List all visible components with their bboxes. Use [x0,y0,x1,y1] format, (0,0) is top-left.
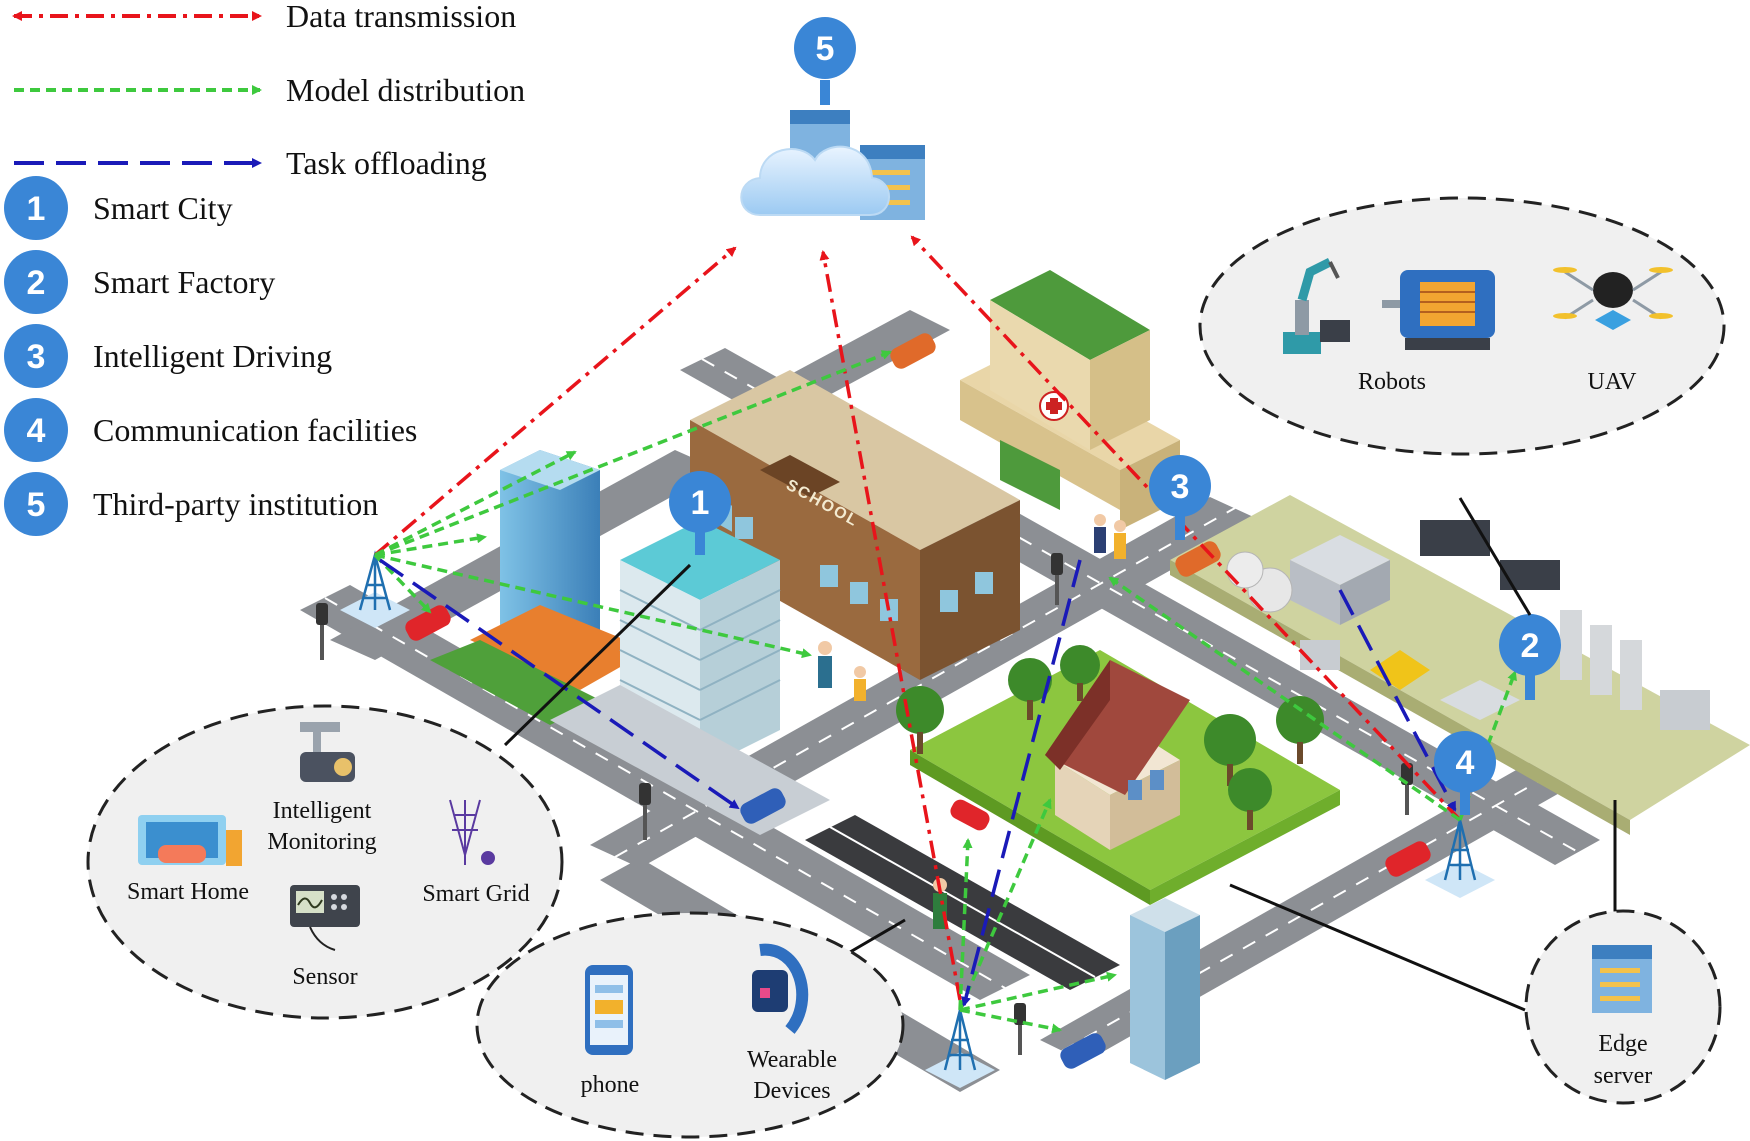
legend-label-task-offloading: Task offloading [286,145,487,181]
traffic-lights [316,553,1413,1055]
callout-edge-server: Edge server [1524,909,1722,1105]
label-edge-2: server [1594,1063,1653,1089]
school: SCHOOL [690,370,1020,680]
legend-label-third-party-institution: Third-party institution [93,486,378,522]
callout-connectors [503,497,1617,1012]
camera-icon [300,722,355,782]
data-transmission-arrows [373,235,1462,1001]
model-distribution-arrows [373,350,1517,1034]
power-tower-icon [449,799,495,865]
map-badge-4-label: 4 [1456,744,1475,782]
legend-item-smart-factory: 2 Smart Factory [4,250,275,314]
label-uav: UAV [1588,369,1638,395]
legend-item-third-party-institution: 5 Third-party institution [4,472,378,536]
legend-badge-5: 5 [27,486,46,524]
map-badge-1: 1 [669,471,731,555]
callout-smart-city: Intelligent Monitoring Smart Home Smart … [86,704,564,1020]
map-badge-2: 2 [1499,614,1561,700]
south-tower [1130,898,1200,1080]
legend-badge-2: 2 [27,264,46,302]
map-badge-1-label: 1 [691,484,710,522]
trees [896,645,1324,830]
map-badge-5: 5 [794,17,856,105]
callout-devices: phone Wearable Devices [475,911,905,1139]
map-badge-5-label: 5 [816,30,835,68]
cloud-server-icon [740,110,925,220]
callout-factory: Robots UAV [1198,196,1726,456]
label-wearable-2: Devices [753,1078,830,1104]
legend-item-smart-city: 1 Smart City [4,176,233,240]
map-badge-3: 3 [1149,455,1211,540]
legend: Data transmission Model distribution Tas… [4,0,525,536]
task-offloading-arrows [379,558,1457,1007]
legend-task-offloading: Task offloading [14,145,487,181]
label-edge-1: Edge [1598,1031,1647,1057]
label-sensor: Sensor [292,964,357,990]
smartwatch-icon [752,943,809,1034]
legend-data-transmission: Data transmission [12,0,516,34]
label-robots: Robots [1358,369,1426,395]
map-badge-4: 4 [1434,731,1496,815]
phone-icon [585,965,633,1055]
motor-icon [1382,270,1495,350]
oscilloscope-icon [290,885,360,951]
legend-badge-4: 4 [27,412,46,450]
factory-buildings [1226,520,1710,730]
legend-label-smart-city: Smart City [93,190,233,226]
smart-home-icon [138,815,242,866]
legend-badge-3: 3 [27,338,46,376]
label-intelligent-monitoring-1: Intelligent [273,798,372,824]
legend-label-data-transmission: Data transmission [286,0,516,34]
legend-label-model-distribution: Model distribution [286,72,525,108]
cloud-server [740,110,925,220]
people [818,514,1126,929]
label-intelligent-monitoring-2: Monitoring [267,829,376,855]
drone-icon [1553,267,1673,330]
legend-label-intelligent-driving: Intelligent Driving [93,338,332,374]
label-wearable-1: Wearable [747,1047,837,1073]
hospital [960,270,1180,530]
legend-badge-1: 1 [27,190,46,228]
legend-label-communication-facilities: Communication facilities [93,412,417,448]
legend-item-intelligent-driving: 3 Intelligent Driving [4,324,332,388]
label-smart-grid: Smart Grid [422,881,529,907]
house [1045,660,1190,850]
glass-tower [430,450,650,725]
robot-arm-icon [1283,257,1350,354]
cars [405,333,1431,1069]
map-badge-2-label: 2 [1521,627,1540,665]
label-phone: phone [581,1072,640,1098]
label-smart-home: Smart Home [127,879,249,905]
legend-item-communication-facilities: 4 Communication facilities [4,398,417,462]
map-badge-3-label: 3 [1171,468,1190,506]
edge-server-icon [1592,945,1652,1013]
legend-label-smart-factory: Smart Factory [93,264,275,300]
legend-model-distribution: Model distribution [14,72,525,108]
